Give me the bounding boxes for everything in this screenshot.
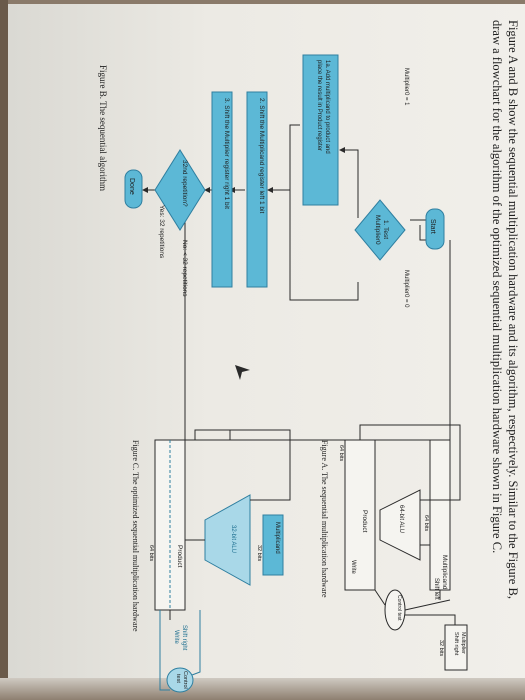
done-terminator — [124, 169, 143, 209]
step-1a-box — [302, 54, 339, 206]
repeat-decision — [154, 149, 206, 231]
fig-a-multiplier-register — [444, 624, 468, 671]
photo-edge-bottom — [0, 678, 525, 700]
branch-one-label: Multiplier0 = 1 — [403, 68, 409, 106]
question-line-2: draw a flowchart for the algorithm of th… — [490, 20, 504, 553]
fig-a-64bits-top: 64 bits — [423, 515, 429, 531]
no-label: No: < 32 repetitions — [181, 240, 188, 297]
figure-a-hardware: Multiplicand Shift left 64 bits 64-bit A… — [320, 424, 468, 671]
fig-a-product-label: Product — [361, 510, 368, 533]
photo-edge-top — [0, 0, 525, 4]
fig-a-control-label: Control test — [396, 595, 402, 621]
fig-a-multiplier-label-2: Shift right — [453, 632, 459, 656]
fig-c-write-label: Write — [173, 630, 179, 645]
fig-c-control-label-1: Control — [182, 671, 188, 689]
repeat-label: 32nd repetition? — [181, 160, 188, 207]
question-line-1: Figure A and B show the sequential multi… — [506, 20, 520, 599]
figure-c-hardware: Multiplicand 32 bits 32-bit ALU Product … — [131, 429, 291, 693]
question-text: Figure A and B show the sequential multi… — [490, 20, 520, 599]
figure-b-flowchart: Start 1. Test Multiplier0 Multiplier0 = … — [98, 54, 451, 441]
test-label-2: Multiplier0 — [374, 215, 381, 245]
test-label-1: 1. Test — [382, 220, 389, 239]
branch-zero-label: Multiplier0 = 0 — [403, 270, 409, 308]
step-1a-label-2: place the result in Product register — [316, 60, 322, 151]
done-label: Done — [128, 178, 135, 195]
step-1a-label-1: 1a. Add multiplicand to product and — [324, 60, 330, 154]
fig-c-shift-right-label: Shift right — [181, 625, 187, 651]
yes-label: Yes: 32 repetitions — [158, 205, 165, 259]
step-3-label: 3. Shift the Multiplier register right 1… — [223, 98, 230, 209]
fig-a-multiplicand-label: Multiplicand — [441, 555, 448, 590]
fig-c-multiplicand-register — [262, 514, 284, 576]
fig-c-product-label: Product — [176, 545, 183, 568]
pointer-icon — [235, 365, 250, 380]
step-2-label: 2. Shift the Multiplicand register left … — [258, 98, 265, 213]
fig-a-shift-left-label: Shift left — [433, 578, 439, 600]
fig-c-control-test — [166, 667, 194, 693]
fig-a-multiplier-label-1: Multiplier — [460, 632, 466, 654]
no-loop-line — [184, 215, 451, 441]
branch-zero-line — [289, 260, 359, 301]
figure-a-caption: Figure A. The sequential multiplication … — [320, 440, 329, 598]
start-terminator — [425, 208, 445, 250]
test-decision — [354, 199, 406, 261]
fig-c-64bits: 64 bits — [148, 545, 154, 561]
fig-a-alu — [379, 489, 421, 561]
branch-one-line — [339, 147, 359, 218]
fig-c-32bits: 32 bits — [256, 545, 262, 561]
fig-c-multiplicand-label: Multiplicand — [274, 522, 280, 554]
figure-c-caption: Figure C. The optimized sequential multi… — [131, 440, 140, 632]
figure-b-caption: Figure B. The sequential algorithm — [98, 65, 108, 191]
fig-a-write-label: Write — [350, 560, 356, 575]
fig-a-alu-label: 64-bit ALU — [398, 505, 404, 533]
start-label: Start — [429, 219, 436, 234]
fig-a-64bits-bottom: 64 bits — [338, 445, 344, 461]
photo-edge-left — [0, 0, 8, 700]
step-3-box — [211, 91, 233, 288]
fig-c-control-label-2: test — [175, 674, 181, 683]
fig-a-product-register — [344, 439, 376, 591]
fig-c-alu-label: 32-bit ALU — [230, 525, 236, 553]
step-2-box — [246, 91, 268, 288]
fig-c-alu — [204, 494, 251, 586]
fig-a-32bits: 32 bits — [438, 640, 444, 656]
